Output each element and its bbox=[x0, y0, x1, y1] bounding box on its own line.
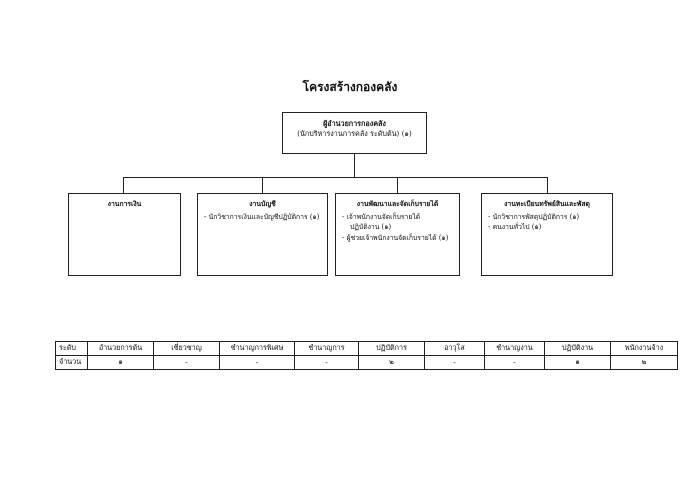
connector-drop-4 bbox=[547, 177, 549, 193]
table-header-cell: ชำนาญงาน bbox=[484, 341, 545, 356]
table-cell: - bbox=[294, 355, 359, 370]
connector-vertical bbox=[354, 154, 356, 177]
table-cell: - bbox=[424, 355, 485, 370]
table-row: จำนวน ๑ - - - ๒ - - ๑ ๒ bbox=[55, 355, 678, 370]
unit-item: - ผู้ช่วยเจ้าพนักงานจัดเก็บรายได้ (๑) bbox=[342, 233, 449, 242]
unit-revenue: งานพัฒนาและจัดเก็บรายได้ - เจ้าพนักงานจั… bbox=[335, 193, 460, 276]
unit-finance: งานการเงิน bbox=[68, 193, 181, 276]
unit-item: - นักวิชาการพัสดุปฏิบัติการ (๑) bbox=[488, 213, 580, 222]
page-title: โครงสร้างกองคลัง bbox=[302, 80, 398, 94]
table-header-cell: ชำนาญการพิเศษ bbox=[219, 341, 295, 356]
unit-title: งานพัฒนาและจัดเก็บรายได้ bbox=[356, 200, 439, 208]
staff-table: ระดับ อำนวยการต้น เชี่ยวชาญ ชำนาญการพิเศ… bbox=[55, 341, 678, 370]
unit-item: - นักวิชาการเงินและบัญชีปฏิบัติการ (๑) bbox=[204, 213, 320, 222]
table-header-row: ระดับ อำนวยการต้น เชี่ยวชาญ ชำนาญการพิเศ… bbox=[55, 341, 678, 356]
table-cell: ๒ bbox=[610, 355, 678, 370]
unit-title: งานทะเบียนทรัพย์สินและพัสดุ bbox=[504, 200, 590, 208]
table-cell: - bbox=[484, 355, 545, 370]
director-box: ผู้อำนวยการกองคลัง (นักบริหารงานการคลัง … bbox=[282, 112, 427, 154]
table-header-cell: ปฏิบัติงาน bbox=[544, 341, 611, 356]
table-cell: - bbox=[219, 355, 295, 370]
director-subtitle: (นักบริหารงานการคลัง ระดับต้น) (๑) bbox=[297, 129, 412, 139]
table-header-cell: เชี่ยวชาญ bbox=[153, 341, 220, 356]
unit-title: งานการเงิน bbox=[107, 200, 142, 208]
director-title: ผู้อำนวยการกองคลัง bbox=[323, 119, 386, 128]
connector-drop-3 bbox=[397, 177, 399, 193]
connector-drop-2 bbox=[262, 177, 264, 193]
unit-accounting: งานบัญชี - นักวิชาการเงินและบัญชีปฏิบัติ… bbox=[197, 193, 328, 276]
unit-item: ปฏิบัติงาน (๑) bbox=[350, 223, 392, 232]
unit-title: งานบัญชี bbox=[249, 200, 276, 208]
table-header-cell: พนักงานจ้าง bbox=[610, 341, 678, 356]
table-cell: ๑ bbox=[87, 355, 154, 370]
connector-drop-1 bbox=[123, 177, 125, 193]
unit-item: - คนงานทั่วไป (๑) bbox=[488, 223, 542, 232]
table-header-cell: ปฏิบัติการ bbox=[358, 341, 425, 356]
unit-item: - เจ้าพนักงานจัดเก็บรายได้ bbox=[342, 213, 421, 222]
table-header-cell: อำนวยการต้น bbox=[87, 341, 154, 356]
table-cell: ๑ bbox=[544, 355, 611, 370]
table-header-cell: ชำนาญการ bbox=[294, 341, 359, 356]
table-cell: - bbox=[153, 355, 220, 370]
connector-horizontal bbox=[123, 177, 547, 179]
table-header-cell: อาวุโส bbox=[424, 341, 485, 356]
table-cell: จำนวน bbox=[55, 355, 88, 370]
unit-assets: งานทะเบียนทรัพย์สินและพัสดุ - นักวิชาการ… bbox=[481, 193, 613, 276]
table-header-cell: ระดับ bbox=[55, 341, 88, 356]
table-cell: ๒ bbox=[358, 355, 425, 370]
